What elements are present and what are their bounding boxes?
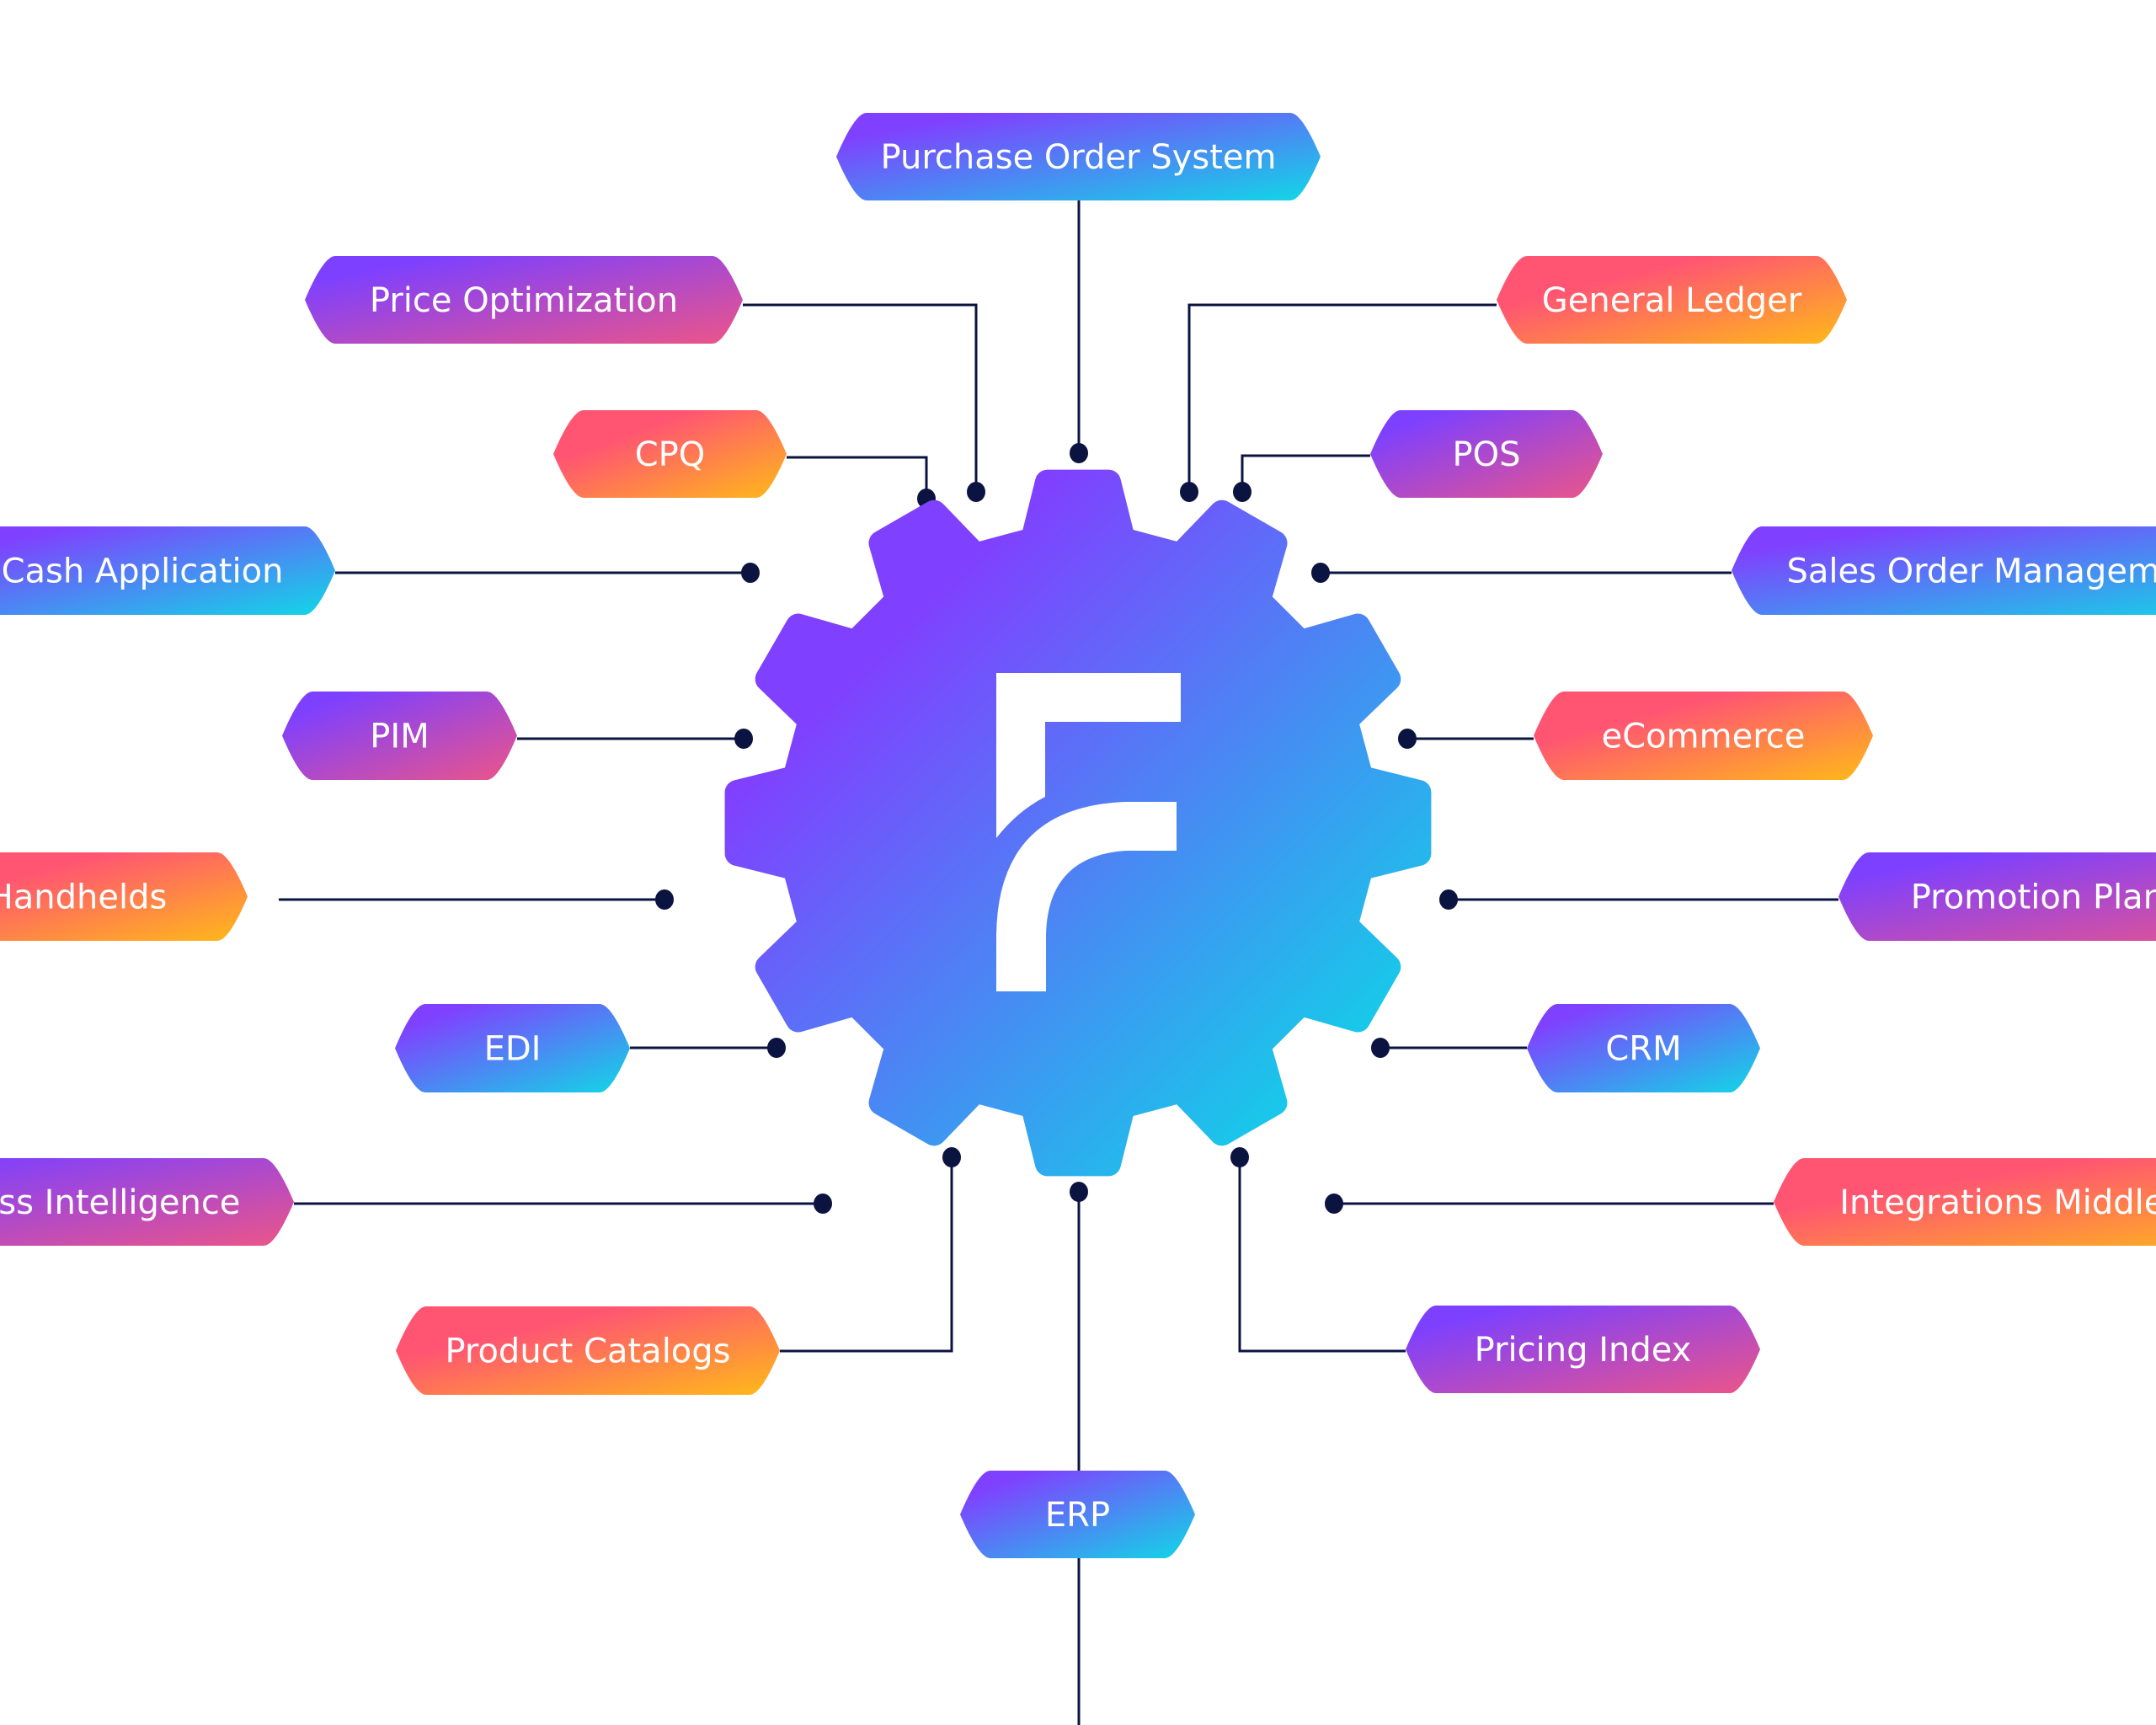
node-label: POS xyxy=(1453,435,1521,474)
node-label: eCommerce xyxy=(1602,718,1806,756)
connector-dot xyxy=(942,1147,961,1167)
node-pill-shape xyxy=(0,852,248,941)
connector-dot xyxy=(1233,482,1251,502)
node-crm[interactable]: CRM xyxy=(1527,1004,1760,1092)
node-promotion-planning[interactable]: Promotion Planning xyxy=(1838,852,2156,941)
node-pill-shape xyxy=(1774,1158,2156,1246)
connector-dot xyxy=(1398,729,1417,749)
node-price-optimization[interactable]: Price Optimization xyxy=(305,256,743,344)
node-label: PIM xyxy=(370,718,429,756)
connector-line xyxy=(780,1157,953,1353)
connector-dot xyxy=(655,889,674,910)
connector-line xyxy=(743,303,978,492)
connector-dot xyxy=(767,1038,786,1058)
node-erp[interactable]: ERP xyxy=(960,1471,1195,1558)
node-label: Business Intelligence xyxy=(0,1183,240,1222)
node-cpq[interactable]: CPQ xyxy=(553,410,787,498)
node-label: General Ledger xyxy=(1542,281,1802,320)
node-edi[interactable]: EDI xyxy=(395,1004,630,1092)
node-pill-shape xyxy=(1534,692,1873,780)
node-sales-order-management[interactable]: Sales Order Management xyxy=(1732,526,2156,615)
brand-logo-icon xyxy=(996,673,1181,991)
node-label: Product Catalogs xyxy=(445,1332,730,1371)
node-label: Handhelds xyxy=(0,879,167,917)
node-product-catalogs[interactable]: Product Catalogs xyxy=(396,1306,780,1395)
connector-dot xyxy=(734,729,753,749)
connector-dot xyxy=(1070,1182,1088,1202)
connector-dot xyxy=(1325,1194,1343,1214)
node-pos[interactable]: POS xyxy=(1370,410,1603,498)
connector-dot xyxy=(967,482,985,502)
node-pill-shape xyxy=(282,692,517,780)
node-label: Price Optimization xyxy=(370,281,678,320)
connector-lines xyxy=(279,200,1838,1725)
node-label: Purchase Order System xyxy=(881,138,1277,177)
node-label: Sales Order Management xyxy=(1786,553,2156,591)
node-pill-shape xyxy=(395,1004,630,1092)
node-label: Cash Application xyxy=(2,553,284,591)
node-pricing-index[interactable]: Pricing Index xyxy=(1406,1306,1760,1393)
connector-dot xyxy=(1439,889,1458,910)
node-general-ledger[interactable]: General Ledger xyxy=(1497,256,1847,344)
gear-logo-icon xyxy=(724,469,1432,1177)
node-pill-shape xyxy=(1497,256,1847,344)
node-pill-shape xyxy=(1838,852,2156,941)
node-label: ERP xyxy=(1045,1496,1110,1535)
node-pill-shape xyxy=(0,1158,294,1246)
node-label: Integrations Middleware xyxy=(1839,1183,2156,1222)
node-pill-shape xyxy=(1370,410,1603,498)
connector-dot xyxy=(1311,563,1330,583)
node-cash-application[interactable]: Cash Application xyxy=(0,526,335,615)
node-business-intelligence[interactable]: Business Intelligence xyxy=(0,1158,294,1246)
connector-line xyxy=(1241,454,1370,492)
node-pill-shape xyxy=(305,256,743,344)
node-pim[interactable]: PIM xyxy=(282,692,517,780)
node-pill-shape xyxy=(1527,1004,1760,1092)
connector-line xyxy=(787,456,928,499)
connector-dot xyxy=(741,563,760,583)
node-purchase-order-system[interactable]: Purchase Order System xyxy=(836,113,1321,200)
connector-line xyxy=(1187,303,1497,492)
node-pill-shape xyxy=(0,526,335,615)
node-pill-shape xyxy=(553,410,787,498)
node-label: CPQ xyxy=(635,435,706,474)
node-ecommerce[interactable]: eCommerce xyxy=(1534,692,1873,780)
node-label: Pricing Index xyxy=(1475,1331,1692,1370)
connector-dot xyxy=(1180,482,1198,502)
connector-dot xyxy=(1070,443,1088,463)
node-pill-shape xyxy=(1406,1306,1760,1393)
node-pill-shape xyxy=(396,1306,780,1395)
node-pill-shape xyxy=(1732,526,2156,615)
node-label: Promotion Planning xyxy=(1911,879,2156,917)
node-pill-shape xyxy=(836,113,1321,200)
node-pill-shape xyxy=(960,1471,1195,1558)
connector-line xyxy=(1238,1157,1406,1353)
node-label: CRM xyxy=(1605,1030,1681,1069)
node-handhelds[interactable]: Handhelds xyxy=(0,852,248,941)
connector-dot xyxy=(1371,1038,1390,1058)
connector-dot xyxy=(1230,1147,1249,1167)
connector-dot xyxy=(814,1194,832,1214)
node-label: EDI xyxy=(484,1030,542,1069)
node-integrations-middleware[interactable]: Integrations Middleware xyxy=(1774,1158,2156,1246)
